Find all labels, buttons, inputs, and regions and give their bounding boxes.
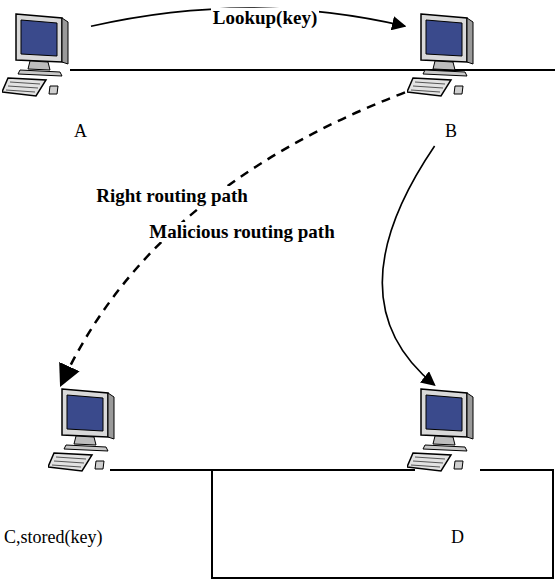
computer-icon [407, 385, 479, 477]
computer-icon [2, 10, 74, 102]
edge-label: Right routing path [94, 186, 250, 207]
computer-node: C,stored(key) [2, 385, 120, 552]
computer-icon [48, 385, 120, 477]
computer-node: B [405, 5, 479, 146]
node-label: C,stored(key) [4, 528, 102, 548]
computer-node: A [2, 10, 91, 146]
computer-icon [407, 10, 479, 102]
routing-path [382, 146, 434, 385]
edge-label: Malicious routing path [147, 222, 336, 243]
network-wire [70, 69, 555, 71]
computer-node: D [405, 385, 479, 552]
network-wire [110, 469, 415, 471]
node-label: A [74, 122, 87, 142]
dashed-routing-path [61, 92, 405, 385]
node-label: B [445, 122, 457, 142]
node-label: D [451, 528, 464, 548]
edge-label: Lookup(key) [211, 8, 320, 29]
network-wire [212, 470, 553, 578]
